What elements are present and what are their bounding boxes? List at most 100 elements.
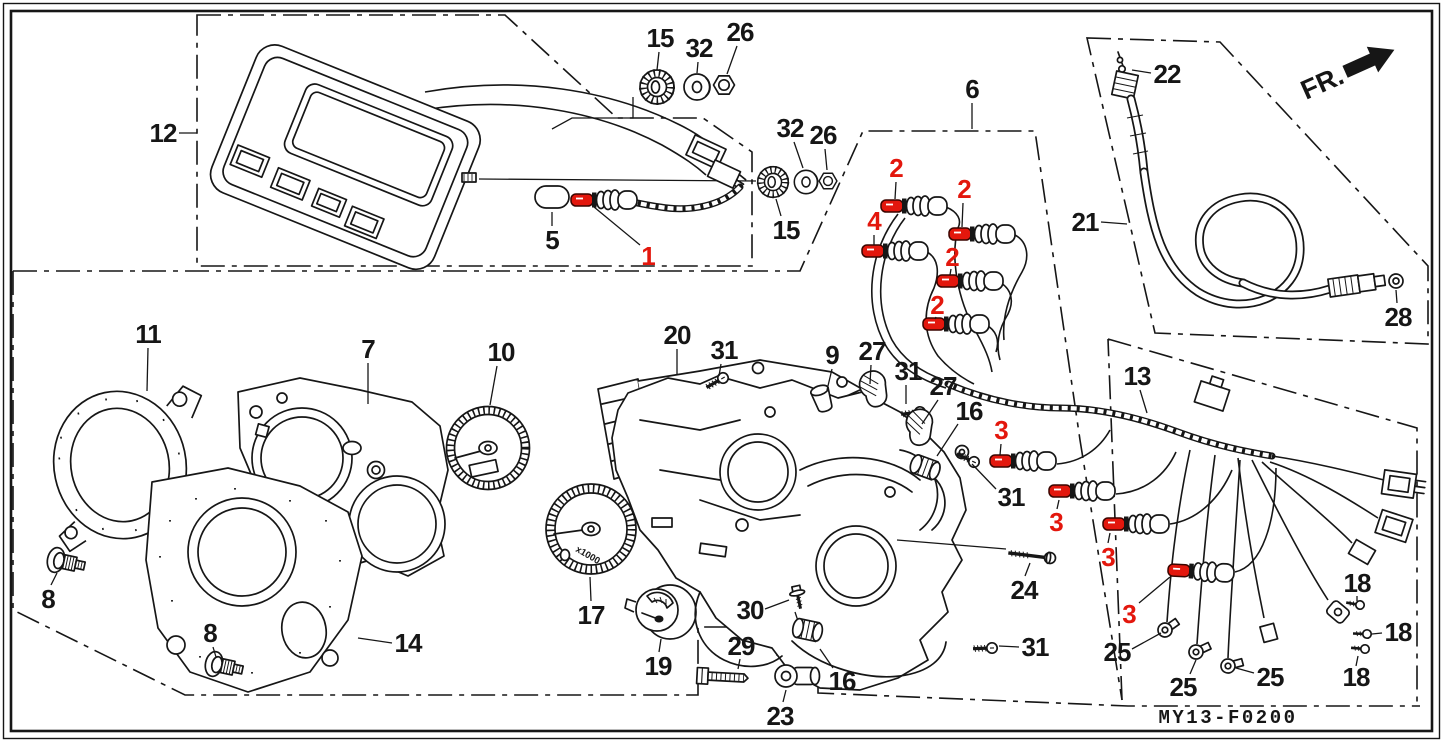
harness-connector-top [1193,375,1231,412]
callout-label-7: 7 [361,334,375,364]
leader-line [656,51,660,71]
clamp-27a [858,370,888,408]
leader-line [971,463,997,490]
leader-line [764,599,790,610]
leader-line [146,347,149,392]
leader-line [489,365,498,406]
callout-label-15: 15 [773,215,800,245]
callout-label-25: 25 [1104,637,1131,667]
section-boundary-cable [1085,37,1429,345]
callout-label-12: 12 [150,118,177,148]
connector-c [1347,538,1377,566]
callout-label-29: 29 [728,631,755,661]
callout-label-18: 18 [1344,568,1371,598]
callout-label-27: 27 [859,336,886,366]
callout-label-31: 31 [711,335,738,365]
callout-label-13: 13 [1124,361,1151,391]
callout-label-28: 28 [1385,302,1412,332]
callout-label-27: 27 [930,371,957,401]
leader-line [869,364,872,385]
callout-label-8: 8 [203,618,217,648]
leader-line [775,198,782,217]
meter-cover-14 [145,467,363,693]
callout-label-31: 31 [998,482,1025,512]
callout-label-25: 25 [1257,662,1284,692]
callout-label-30: 30 [737,595,764,625]
leader-line [658,638,662,653]
fuel-gauge-19 [624,584,697,640]
speedometer-dial-10 [445,405,531,491]
callout-label-4: 4 [867,206,882,236]
leader-line [1100,221,1128,225]
leader-line [1355,655,1359,667]
callout-label-6: 6 [965,74,979,104]
bushing-23 [774,664,821,688]
callout-label-18: 18 [1343,662,1370,692]
leader-line [894,181,897,200]
leader-line [824,148,828,171]
lcd-meter-unit [209,44,757,271]
leader-line [1131,632,1162,650]
leader-line [998,645,1020,648]
rubber-cap-5 [534,185,570,209]
meter-case-7 [237,377,449,577]
callout-label-18: 18 [1385,617,1412,647]
wire-harness-13 [944,375,1427,676]
connector-b [1374,508,1414,544]
callout-label-2: 2 [945,242,959,272]
callout-label-11: 11 [135,319,161,349]
callout-label-2: 2 [957,174,971,204]
leader-line [726,45,738,75]
terminal-alignment-line [478,178,757,182]
callout-label-2: 2 [930,290,944,320]
leader-line [212,646,217,658]
leader-line [718,363,722,377]
callout-label-10: 10 [488,337,515,367]
callout-label-26: 26 [727,17,754,47]
callout-label-24: 24 [1011,575,1039,605]
callout-label-23: 23 [767,701,794,731]
callout-label-26: 26 [810,120,837,150]
callout-label-3: 3 [1101,542,1115,572]
leader-line [1139,389,1148,414]
speedometer-cable [1110,51,1404,309]
leader-line [589,576,592,602]
callout-label-31: 31 [895,356,922,386]
leader-line [1138,576,1171,604]
callout-label-20: 20 [664,320,691,350]
leader-line [50,572,58,586]
meter-connector-2 [706,159,747,190]
meter-housing [611,375,1007,691]
leader-line [782,689,787,703]
callout-label-14: 14 [395,628,423,658]
leader-line [696,61,699,74]
callout-label-1: 1 [641,241,655,271]
leader-line [1107,532,1111,544]
leader-line [1189,659,1197,675]
leader-line [934,316,937,320]
callout-label-3: 3 [1122,599,1136,629]
leader-line [936,423,959,457]
leader-line [921,399,939,425]
callout-label-25: 25 [1170,672,1197,702]
leader-line [826,368,833,391]
callout-label-32: 32 [686,33,713,63]
leader-line [1235,667,1255,674]
callout-label-21: 21 [1072,207,1099,237]
leader-line [793,141,804,169]
leader-line [1371,632,1383,635]
section-boundary-meter-unit [196,14,753,267]
diagram-code: MY13-F0200 [1158,707,1297,729]
lcd-buttons [229,144,385,240]
terminal-e [1259,622,1279,644]
leader-line [961,202,964,228]
leader-line [1131,69,1152,74]
callout-label-16: 16 [829,666,856,696]
tachometer-dial-17: x1000 [545,483,637,575]
callout-label-5: 5 [545,225,559,255]
callout-label-2: 2 [889,153,903,183]
leader-line [1056,499,1060,510]
callout-label-19: 19 [645,651,672,681]
